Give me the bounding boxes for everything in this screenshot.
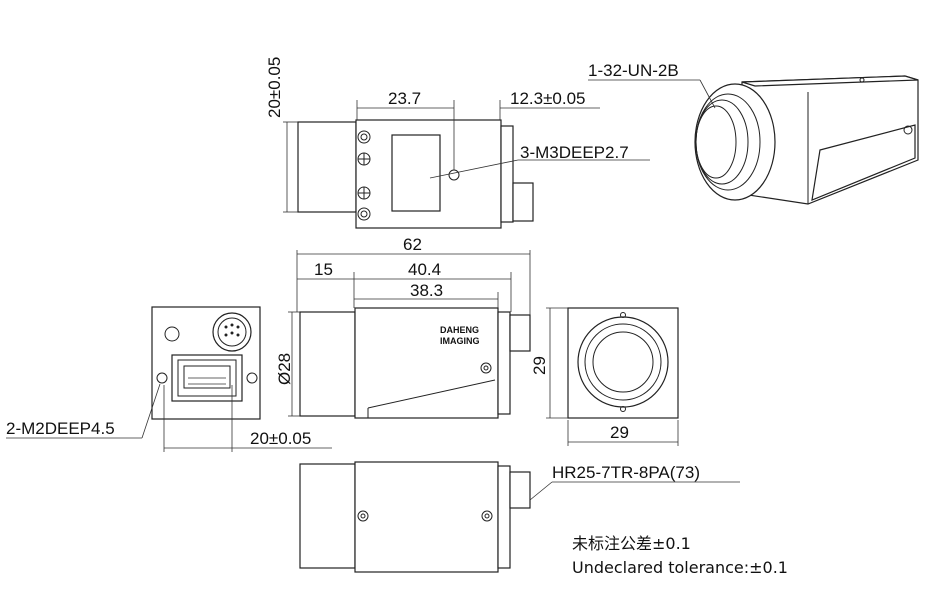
screw-icon <box>481 510 493 522</box>
side-view: DAHENG IMAGING <box>288 250 531 419</box>
front-view <box>546 307 679 446</box>
side-bevel-line <box>367 379 496 409</box>
top-connector <box>512 182 534 222</box>
dim-23-7: 23.7 <box>388 89 421 108</box>
top-rear-plate <box>500 125 514 223</box>
top-view <box>283 100 650 229</box>
brand-logo-line1: DAHENG <box>440 325 479 335</box>
screw-icon <box>246 372 258 384</box>
hole-icon <box>360 133 368 141</box>
note-cn: 未标注公差±0.1 <box>572 534 691 553</box>
lens-mount-icon <box>577 316 669 408</box>
screw-icon <box>357 510 369 522</box>
side-connector <box>509 314 531 352</box>
side-lens-mount <box>299 311 356 417</box>
side-housing <box>354 307 499 419</box>
hole-icon <box>357 130 371 144</box>
back-view <box>6 306 332 452</box>
dim-back-width: 20±0.05 <box>250 429 311 448</box>
brand-logo-line2: IMAGING <box>440 336 480 346</box>
hole-icon <box>357 207 371 221</box>
label-3-m3deep: 3-M3DEEP2.7 <box>520 143 629 162</box>
bottom-housing <box>354 461 499 573</box>
bottom-lens-mount <box>299 463 356 569</box>
label-connector: HR25-7TR-8PA(73) <box>552 463 700 482</box>
top-lens-mount <box>297 121 357 213</box>
screw-icon <box>859 77 865 83</box>
dim-width-29: 29 <box>610 423 629 442</box>
dim-diameter: Ø28 <box>275 353 294 385</box>
dim-38-3: 38.3 <box>410 281 443 300</box>
led-icon <box>164 326 180 342</box>
iso-top-face <box>741 75 919 87</box>
bottom-view <box>299 461 740 573</box>
note-en: Undeclared tolerance:±0.1 <box>572 558 788 577</box>
dim-62: 62 <box>403 235 422 254</box>
screw-icon <box>156 372 168 384</box>
label-thread: 1-32-UN-2B <box>588 61 679 80</box>
screw-icon <box>903 125 913 135</box>
screw-icon <box>480 362 492 374</box>
label-2-m2deep: 2-M2DEEP4.5 <box>6 419 115 438</box>
bottom-rear-plate <box>497 465 511 569</box>
dim-front-height: 20±0.05 <box>265 57 284 118</box>
side-rear-plate <box>497 311 511 415</box>
iso-side-bevel <box>811 124 916 201</box>
perspective-view <box>588 75 919 205</box>
dim-12-3: 12.3±0.05 <box>510 89 586 108</box>
dim-15: 15 <box>314 260 333 279</box>
bottom-connector <box>509 471 531 509</box>
hole-icon <box>360 210 368 218</box>
dim-40-4: 40.4 <box>408 260 441 279</box>
dim-height-29: 29 <box>530 356 549 375</box>
top-label-window <box>391 134 441 212</box>
iso-lens-barrel <box>694 83 776 201</box>
